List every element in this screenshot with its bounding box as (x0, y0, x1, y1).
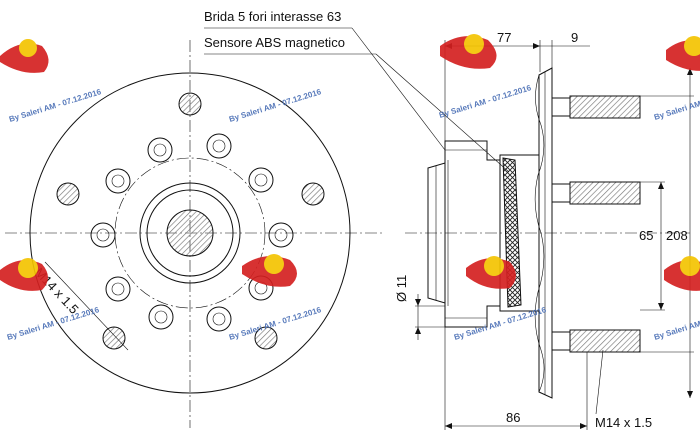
watermark-text: By Saleri AM - 07.12.2016 (8, 87, 103, 124)
bolt-hole-4 (102, 326, 126, 350)
bolt-hole-3 (301, 182, 325, 206)
stud-hole (147, 137, 173, 163)
dim-9: 9 (571, 30, 578, 45)
brand-logo (664, 256, 700, 291)
stud-hole (105, 168, 131, 194)
wheel-stud-bottom (551, 329, 641, 353)
watermark-text: By Saleri AM - 07.12.2016 (653, 305, 700, 342)
side-view: 77 9 65 208 Ø 11 86 M14 x 1.5 (394, 30, 694, 430)
dim-77: 77 (497, 30, 511, 45)
flange-outer-circle (29, 72, 351, 394)
bolt-hole-2 (56, 182, 80, 206)
brand-logo (666, 36, 700, 71)
brand-logo (0, 258, 48, 291)
thread-label-side: M14 x 1.5 (595, 415, 652, 430)
watermark-text: By Saleri AM - 07.12.2016 (438, 83, 533, 120)
brand-logo (0, 39, 49, 73)
sensor-label: Sensore ABS magnetico (204, 35, 345, 50)
stud-hole (148, 304, 174, 330)
dim-208: 208 (666, 228, 688, 243)
bearing-body (444, 140, 501, 328)
flange-label: Brida 5 fori interasse 63 (204, 9, 341, 24)
thread-leader-line (44, 261, 129, 351)
thread-side-leader (595, 349, 604, 415)
wheel-stud-top (551, 95, 641, 119)
wheel-stud-middle (551, 181, 641, 205)
brand-logo (466, 256, 516, 289)
hub-bore (166, 209, 214, 257)
dim-86: 86 (506, 410, 520, 425)
stud-hole (90, 222, 116, 248)
bolt-hole-5 (254, 326, 278, 350)
stud-hole (268, 222, 294, 248)
flange-contour (534, 74, 545, 393)
hub-outer-circle (139, 182, 241, 284)
stud-hole (248, 167, 274, 193)
stud-hole (206, 133, 232, 159)
dim-diameter-11: Ø 11 (394, 275, 409, 302)
watermark-text: By Saleri AM - 07.12.2016 (653, 85, 700, 122)
stud-holes (90, 133, 294, 332)
bolt-hole-1 (178, 92, 202, 116)
seal-ring (427, 162, 446, 304)
stud-hole (206, 306, 232, 332)
brand-logo (440, 34, 497, 69)
watermark-text: By Saleri AM - 07.12.2016 (228, 87, 323, 124)
flange-leader (351, 27, 446, 151)
brand-logo (242, 254, 297, 287)
hub-cylinder (499, 154, 540, 312)
hub-inner-circle (146, 189, 234, 277)
sensor-leader (375, 53, 510, 173)
dim-65: 65 (639, 228, 653, 243)
watermark-text: By Saleri AM - 07.12.2016 (6, 305, 101, 342)
stud-hole (105, 276, 131, 302)
callouts: Brida 5 fori interasse 63 Sensore ABS ma… (204, 9, 510, 173)
